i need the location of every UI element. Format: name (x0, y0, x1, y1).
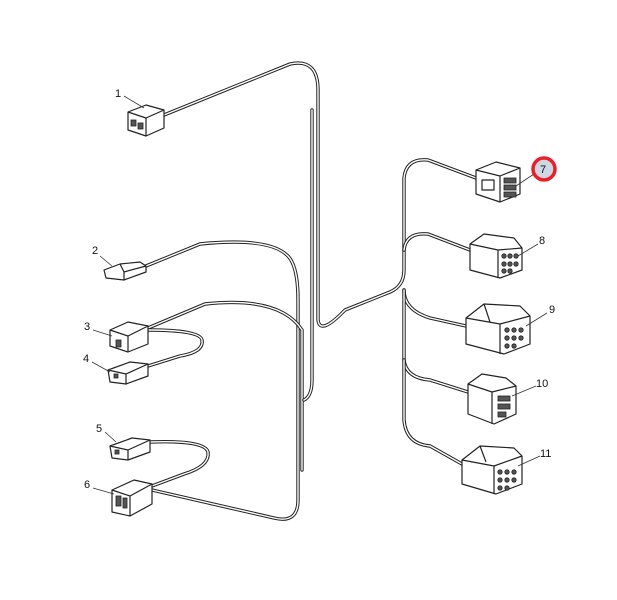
connector-6[interactable] (111, 479, 153, 517)
connector-7[interactable] (475, 161, 521, 203)
wire-3 (146, 300, 304, 472)
connector-8[interactable] (469, 233, 523, 279)
callout-4[interactable]: 4 (83, 353, 89, 365)
callout-2[interactable]: 2 (92, 245, 98, 257)
connector-10[interactable] (467, 373, 517, 425)
wire-3 (147, 301, 303, 471)
wire-7 (403, 233, 471, 251)
callout-leaders (91, 95, 548, 495)
callout-3[interactable]: 3 (84, 321, 90, 333)
connector-5[interactable] (109, 437, 151, 461)
wire-9 (402, 288, 470, 394)
callout-11[interactable]: 11 (540, 448, 551, 460)
harness-wires (144, 61, 478, 521)
callout-7[interactable]: 7 (540, 164, 546, 176)
wire-1 (163, 62, 477, 327)
callout-5[interactable]: 5 (96, 423, 102, 435)
wire-2 (145, 241, 299, 520)
wire-1 (162, 61, 478, 328)
wire-8 (402, 288, 468, 328)
callout-9[interactable]: 9 (549, 304, 555, 316)
callout-10[interactable]: 10 (536, 378, 548, 390)
callout-6[interactable]: 6 (84, 479, 90, 491)
wire-6 (302, 108, 314, 402)
callout-labels: 1 2 3 4 5 6 7 8 9 10 11 (83, 88, 555, 491)
wire-5 (149, 441, 209, 487)
connector-2[interactable] (103, 261, 147, 281)
callout-8[interactable]: 8 (539, 235, 545, 247)
connector-3[interactable] (109, 321, 149, 353)
wire-5 (148, 440, 210, 488)
connector-1[interactable] (127, 104, 165, 137)
wire-4 (147, 329, 203, 367)
connector-9[interactable] (465, 303, 531, 355)
wire-2 (144, 240, 300, 521)
connector-11[interactable] (461, 445, 523, 495)
wire-10 (403, 359, 463, 465)
wire-4 (146, 328, 204, 368)
wire-6 (303, 109, 313, 401)
callout-7-highlight[interactable] (531, 156, 557, 182)
callout-1[interactable]: 1 (115, 88, 121, 100)
connector-4[interactable] (107, 361, 149, 385)
